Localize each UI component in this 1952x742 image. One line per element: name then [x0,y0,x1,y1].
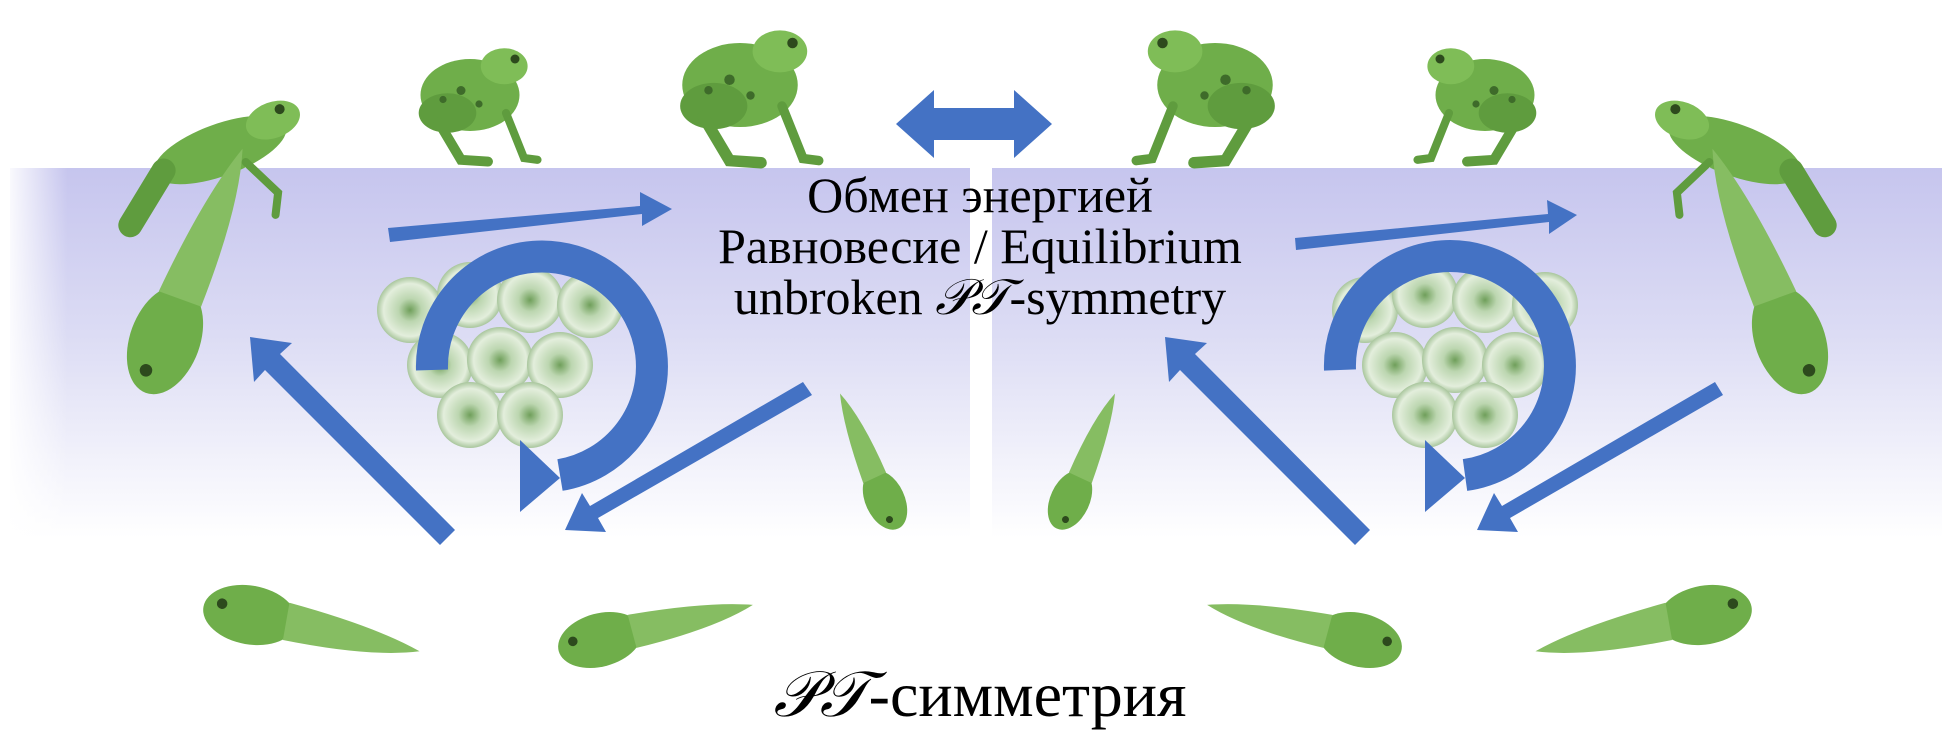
center-line-3: unbroken 𝒫𝒯-symmetry [640,272,1320,323]
frog-icon [1136,30,1275,162]
center-line-3-suffix: -symmetry [1010,269,1227,325]
frog-icon [680,30,819,162]
center-line-1: Обмен энергией [640,170,1320,221]
pt-symbol: 𝒫𝒯 [935,268,1009,326]
frog-icon [419,48,538,161]
caption-pt-symbol: 𝒫𝒯 [774,658,869,732]
center-label: Обмен энергией Равновесие / Equilibrium … [640,170,1320,323]
caption-text: -симметрия [869,659,1187,730]
center-line-2: Равновесие / Equilibrium [640,221,1320,272]
bottom-caption: 𝒫𝒯-симметрия [720,660,1240,730]
tadpole-icon [198,578,425,674]
center-line-3-prefix: unbroken [734,269,935,325]
frog-icon [1418,48,1537,161]
tadpole-icon [1529,578,1756,674]
double-arrow-icon [896,90,1052,158]
